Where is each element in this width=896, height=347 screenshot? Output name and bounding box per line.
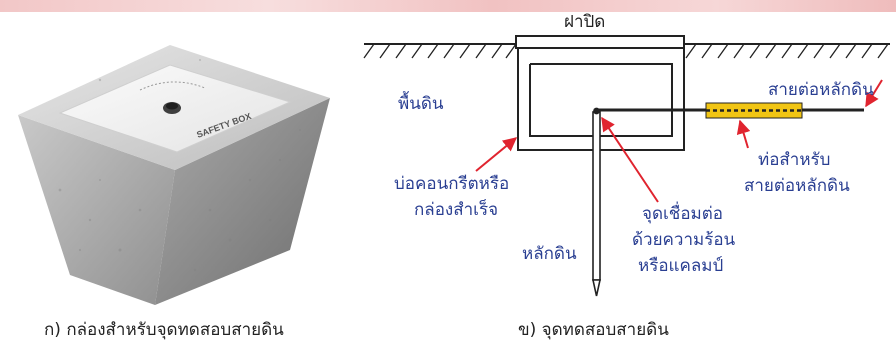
box-right-face: [155, 98, 330, 305]
pipe-label-line2: สายต่อหลักดิน: [744, 176, 850, 196]
diagram-drawing: [363, 35, 890, 297]
pit-outer-wall: [517, 48, 685, 151]
ground-hatching: [363, 43, 889, 59]
joint-label-line3: หรือแคลมป์: [638, 256, 724, 276]
diagram-caption: ข) จุดทดสอบสายดิน: [518, 320, 669, 340]
pipe-label-line1: ท่อสำหรับ: [758, 150, 831, 170]
test-point-diagram: ฝาปิด พื้นดิน สายต่อหลักดิน บ่อคอนกรีตหร…: [350, 12, 896, 310]
joint-arrow: [601, 116, 659, 203]
rod-label: หลักดิน: [522, 244, 577, 264]
conductor-arrow: [865, 79, 883, 108]
joint-label-line1: จุดเชื่อมต่อ: [642, 204, 724, 224]
box-left-face: [18, 115, 175, 305]
earth-conductor-label: สายต่อหลักดิน: [768, 80, 874, 100]
concrete-box-illustration: SAFETY BOX: [18, 45, 330, 305]
pit-label-line2: กล่องสำเร็จ: [414, 200, 499, 220]
ground-label: พื้นดิน: [398, 94, 444, 114]
photo-caption: ก) กล่องสำหรับจุดทดสอบสายดิน: [44, 320, 284, 340]
pit-arrow: [475, 137, 518, 172]
pit-label-line1: บ่อคอนกรีตหรือ: [394, 174, 510, 194]
pit-inner-wall: [529, 63, 673, 137]
lid-label: ฝาปิด: [564, 12, 606, 32]
lid-shape: [515, 35, 685, 49]
top-banner: [0, 0, 896, 12]
joint-label-line2: ด้วยความร้อน: [632, 230, 736, 250]
pipe-arrow: [736, 119, 751, 149]
joint-dot: [593, 107, 600, 115]
ground-rod: [592, 111, 601, 281]
test-box-photo: SAFETY BOX: [0, 20, 350, 310]
